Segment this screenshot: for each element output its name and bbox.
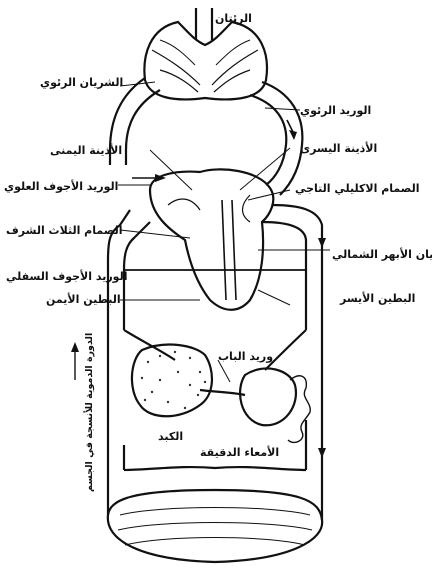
label-superior-vena-cava: الوريد الأجوف العلوي [4, 180, 118, 193]
label-tricuspid-valve: الصمام الثلاث الشرف [6, 224, 122, 237]
portal-vein [200, 390, 245, 395]
label-bicuspid-valve: الصمام الاكليلي التاجي [295, 182, 420, 195]
label-pulmonary-vein: الوريد الرئوي [300, 104, 371, 117]
pulmonary-vein-outer [262, 82, 302, 195]
label-pulmonary-artery: الشريان الرئوي [40, 76, 123, 89]
pulmonary-artery-inner [126, 90, 160, 165]
septum [222, 200, 236, 300]
label-aorta: الشريان الأبهر الشمالي [332, 248, 432, 261]
label-lungs: الرئتان [215, 12, 252, 25]
liver-outline [132, 345, 212, 417]
heart-outline [150, 169, 273, 309]
label-left-atrium: الأذينة اليسرى [300, 142, 377, 155]
label-side-caption: الدورة الدموية للأنسجة في الجسم [84, 333, 95, 492]
vena-cava-inner [124, 222, 150, 330]
trachea [196, 8, 212, 40]
label-inferior-vena-cava: الوريد الأجوف السفلي [6, 270, 127, 283]
label-portal-vein: وريد الباب [218, 350, 273, 363]
lungs-outline [144, 22, 267, 99]
intestine-outline [240, 368, 296, 425]
lung-lobes [152, 50, 258, 92]
label-left-ventricle: البطين الأيسر [340, 292, 415, 305]
label-liver: الكبد [158, 430, 183, 443]
label-small-intestine: الأمعاء الدقيقة [200, 446, 279, 459]
aorta-inner [262, 222, 306, 330]
label-right-ventricle: البطين الأيمن [46, 293, 121, 306]
label-right-atrium: الأذينة اليمنى [50, 144, 122, 157]
aorta-outer [272, 205, 322, 520]
